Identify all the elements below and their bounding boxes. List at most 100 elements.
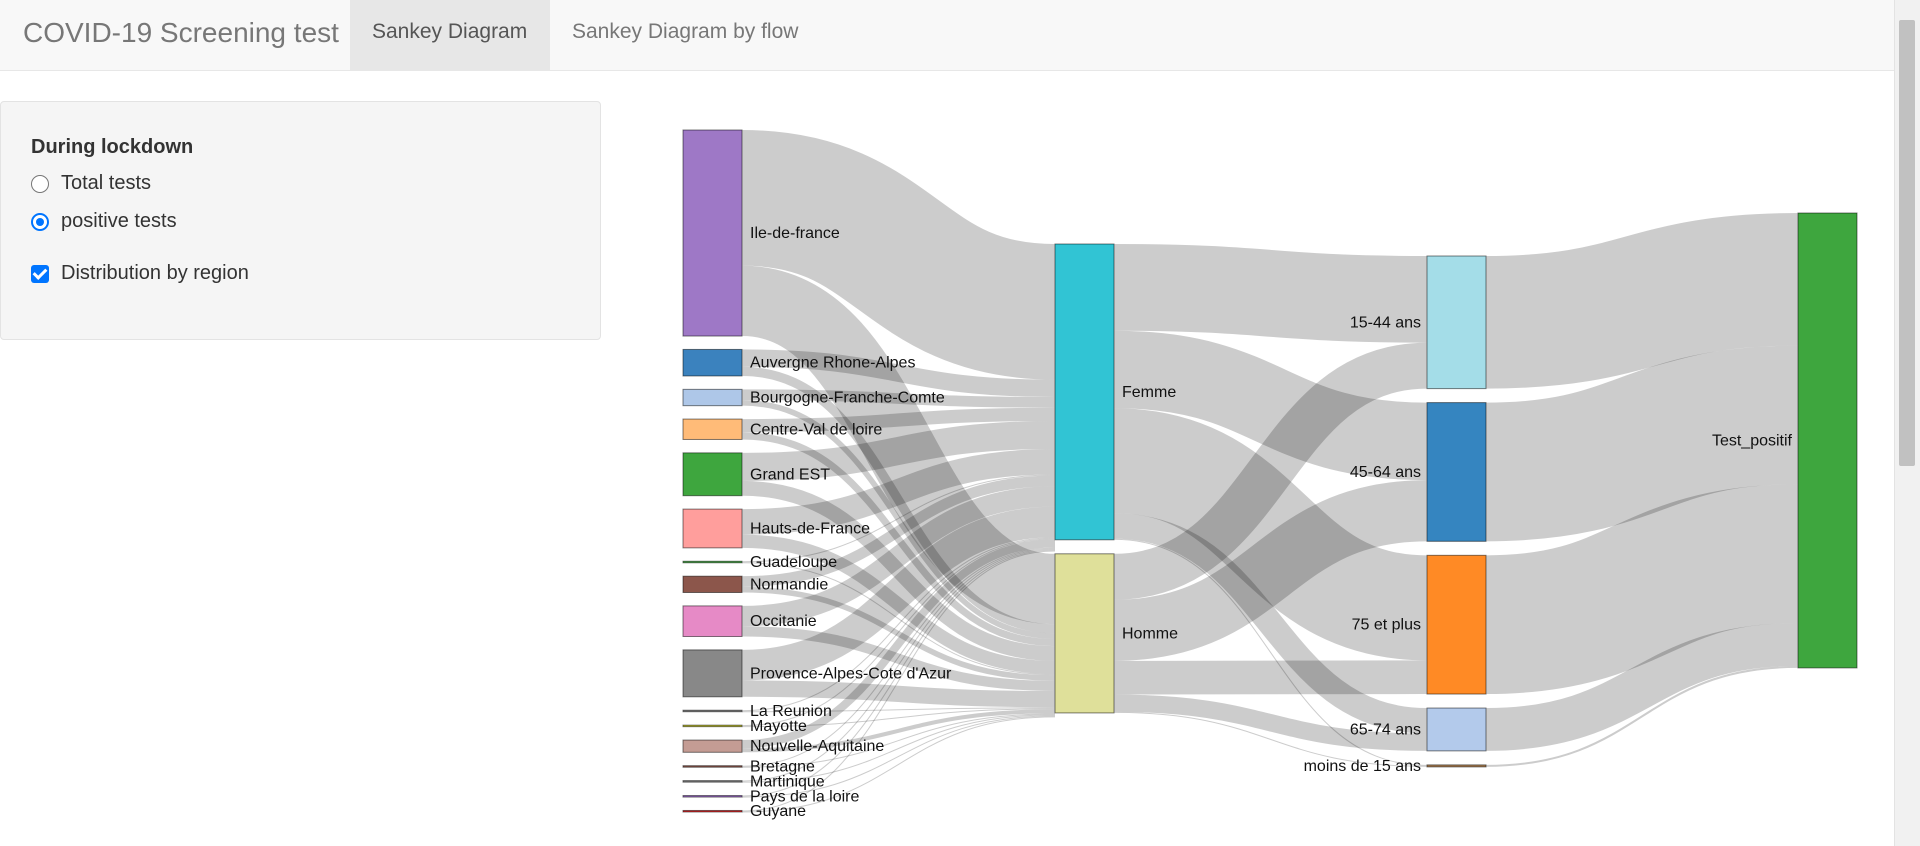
sankey-link[interactable] — [1113, 330, 1428, 481]
sankey-link[interactable] — [741, 680, 1056, 708]
sankey-link[interactable] — [741, 708, 1056, 728]
radio-positive-tests[interactable]: positive tests — [31, 210, 177, 233]
sankey-node[interactable] — [682, 452, 743, 497]
sankey-node-label: Bourgogne-Franche-Comte — [750, 390, 945, 407]
sankey-node[interactable] — [1426, 255, 1487, 390]
sankey-link[interactable] — [741, 366, 1056, 634]
sankey-link[interactable] — [741, 539, 1056, 749]
sankey-link[interactable] — [1113, 244, 1428, 343]
sankey-node-label: Ile-de-france — [750, 225, 840, 242]
sankey-link[interactable] — [741, 407, 1056, 433]
checkbox-distribution-by-region[interactable]: Distribution by region — [31, 262, 249, 285]
scrollbar[interactable] — [1894, 0, 1920, 846]
radio-label: Total tests — [61, 172, 152, 194]
sankey-node-label: Hauts-de-France — [750, 520, 870, 537]
scrollbar-thumb[interactable] — [1899, 20, 1915, 466]
radio-total-tests[interactable]: Total tests — [31, 172, 151, 195]
sankey-link[interactable] — [1485, 345, 1799, 542]
sankey-link[interactable] — [741, 562, 1056, 676]
sankey-link[interactable] — [741, 486, 1056, 627]
sankey-node[interactable] — [682, 348, 743, 377]
sankey-link[interactable] — [741, 537, 1056, 712]
sankey-link[interactable] — [741, 400, 1056, 639]
sankey-link[interactable] — [741, 349, 1056, 397]
sankey-node[interactable] — [682, 575, 743, 593]
sankey-node-label: Pays de la loire — [750, 788, 859, 805]
sankey-link[interactable] — [1113, 660, 1428, 695]
sankey-link[interactable] — [1113, 480, 1428, 661]
sankey-node[interactable] — [1426, 554, 1487, 695]
sankey-link[interactable] — [741, 480, 1056, 661]
sankey-link[interactable] — [1113, 538, 1428, 766]
sankey-link[interactable] — [741, 709, 1056, 753]
sankey-link[interactable] — [741, 548, 1056, 782]
sankey-links — [739, 130, 1800, 813]
sankey-node[interactable] — [682, 780, 743, 783]
tab-sankey-diagram[interactable]: Sankey Diagram — [350, 0, 550, 70]
sankey-link[interactable] — [1485, 623, 1799, 751]
sidebar-panel: During lockdown Total tests positive tes… — [0, 101, 601, 340]
sankey-link[interactable] — [741, 538, 1056, 727]
sankey-node-label: Guyane — [750, 803, 806, 820]
sankey-node[interactable] — [682, 649, 743, 698]
sankey-link[interactable] — [741, 714, 1056, 783]
sankey-link[interactable] — [741, 626, 1056, 691]
sankey-link[interactable] — [1113, 711, 1428, 767]
sankey-link[interactable] — [741, 586, 1056, 681]
sankey-link[interactable] — [741, 475, 1056, 587]
sankey-link[interactable] — [741, 707, 1056, 713]
sankey-node[interactable] — [682, 765, 743, 768]
sankey-link[interactable] — [741, 449, 1056, 535]
sankey-node[interactable] — [682, 388, 743, 407]
sankey-node[interactable] — [682, 739, 743, 753]
sankey-node[interactable] — [1797, 212, 1858, 669]
sankey-link[interactable] — [741, 715, 1056, 798]
sankey-link[interactable] — [741, 550, 1056, 812]
tab-sankey-diagram-by-flow[interactable]: Sankey Diagram by flow — [572, 20, 799, 43]
checkbox[interactable] — [31, 264, 49, 283]
sankey-link[interactable] — [741, 549, 1056, 797]
sankey-node-label: Normandie — [750, 576, 828, 593]
sankey-node-label: 65-74 ans — [1350, 721, 1421, 738]
navbar: COVID-19 Screening test Sankey Diagram S… — [0, 0, 1894, 71]
sankey-link[interactable] — [739, 265, 1058, 625]
sankey-link[interactable] — [1485, 665, 1799, 767]
sankey-link[interactable] — [1484, 484, 1800, 695]
sankey-link[interactable] — [1113, 513, 1428, 734]
sankey-node-label: Grand EST — [750, 466, 830, 483]
sankey-link[interactable] — [741, 506, 1056, 681]
sankey-node[interactable] — [682, 560, 743, 564]
sankey-node[interactable] — [682, 605, 743, 637]
sankey-node[interactable] — [1426, 402, 1487, 542]
sankey-link[interactable] — [1113, 342, 1428, 600]
sankey-link[interactable] — [741, 474, 1056, 563]
sankey-link[interactable] — [740, 130, 1057, 380]
sankey-node[interactable] — [682, 709, 743, 713]
sankey-link[interactable] — [741, 432, 1056, 647]
sankey-link[interactable] — [741, 389, 1056, 408]
sankey-link[interactable] — [1112, 408, 1429, 661]
sankey-node[interactable] — [682, 809, 743, 813]
sankey-node[interactable] — [682, 724, 743, 728]
radio-button[interactable] — [31, 212, 49, 231]
sankey-node[interactable] — [682, 795, 743, 798]
sankey-link[interactable] — [741, 716, 1056, 813]
sankey-link[interactable] — [741, 547, 1056, 767]
sankey-node-label: Test_positif — [1712, 432, 1793, 449]
sankey-link[interactable] — [1485, 213, 1799, 389]
sankey-link[interactable] — [741, 420, 1056, 481]
sankey-node-label: Occitanie — [750, 613, 817, 630]
sankey-node[interactable] — [1054, 553, 1115, 714]
radio-button[interactable] — [31, 174, 49, 193]
sankey-node[interactable] — [682, 418, 743, 440]
sankey-link[interactable] — [741, 713, 1056, 768]
sankey-node[interactable] — [682, 129, 743, 337]
sankey-node-label: 45-64 ans — [1350, 464, 1421, 481]
sankey-node[interactable] — [1054, 243, 1115, 541]
sankey-node[interactable] — [682, 508, 743, 549]
sankey-node-label: Femme — [1122, 384, 1176, 401]
sankey-node[interactable] — [1426, 764, 1487, 768]
sankey-node[interactable] — [1426, 707, 1487, 752]
sankey-link[interactable] — [741, 534, 1056, 675]
sankey-link[interactable] — [1113, 694, 1428, 751]
